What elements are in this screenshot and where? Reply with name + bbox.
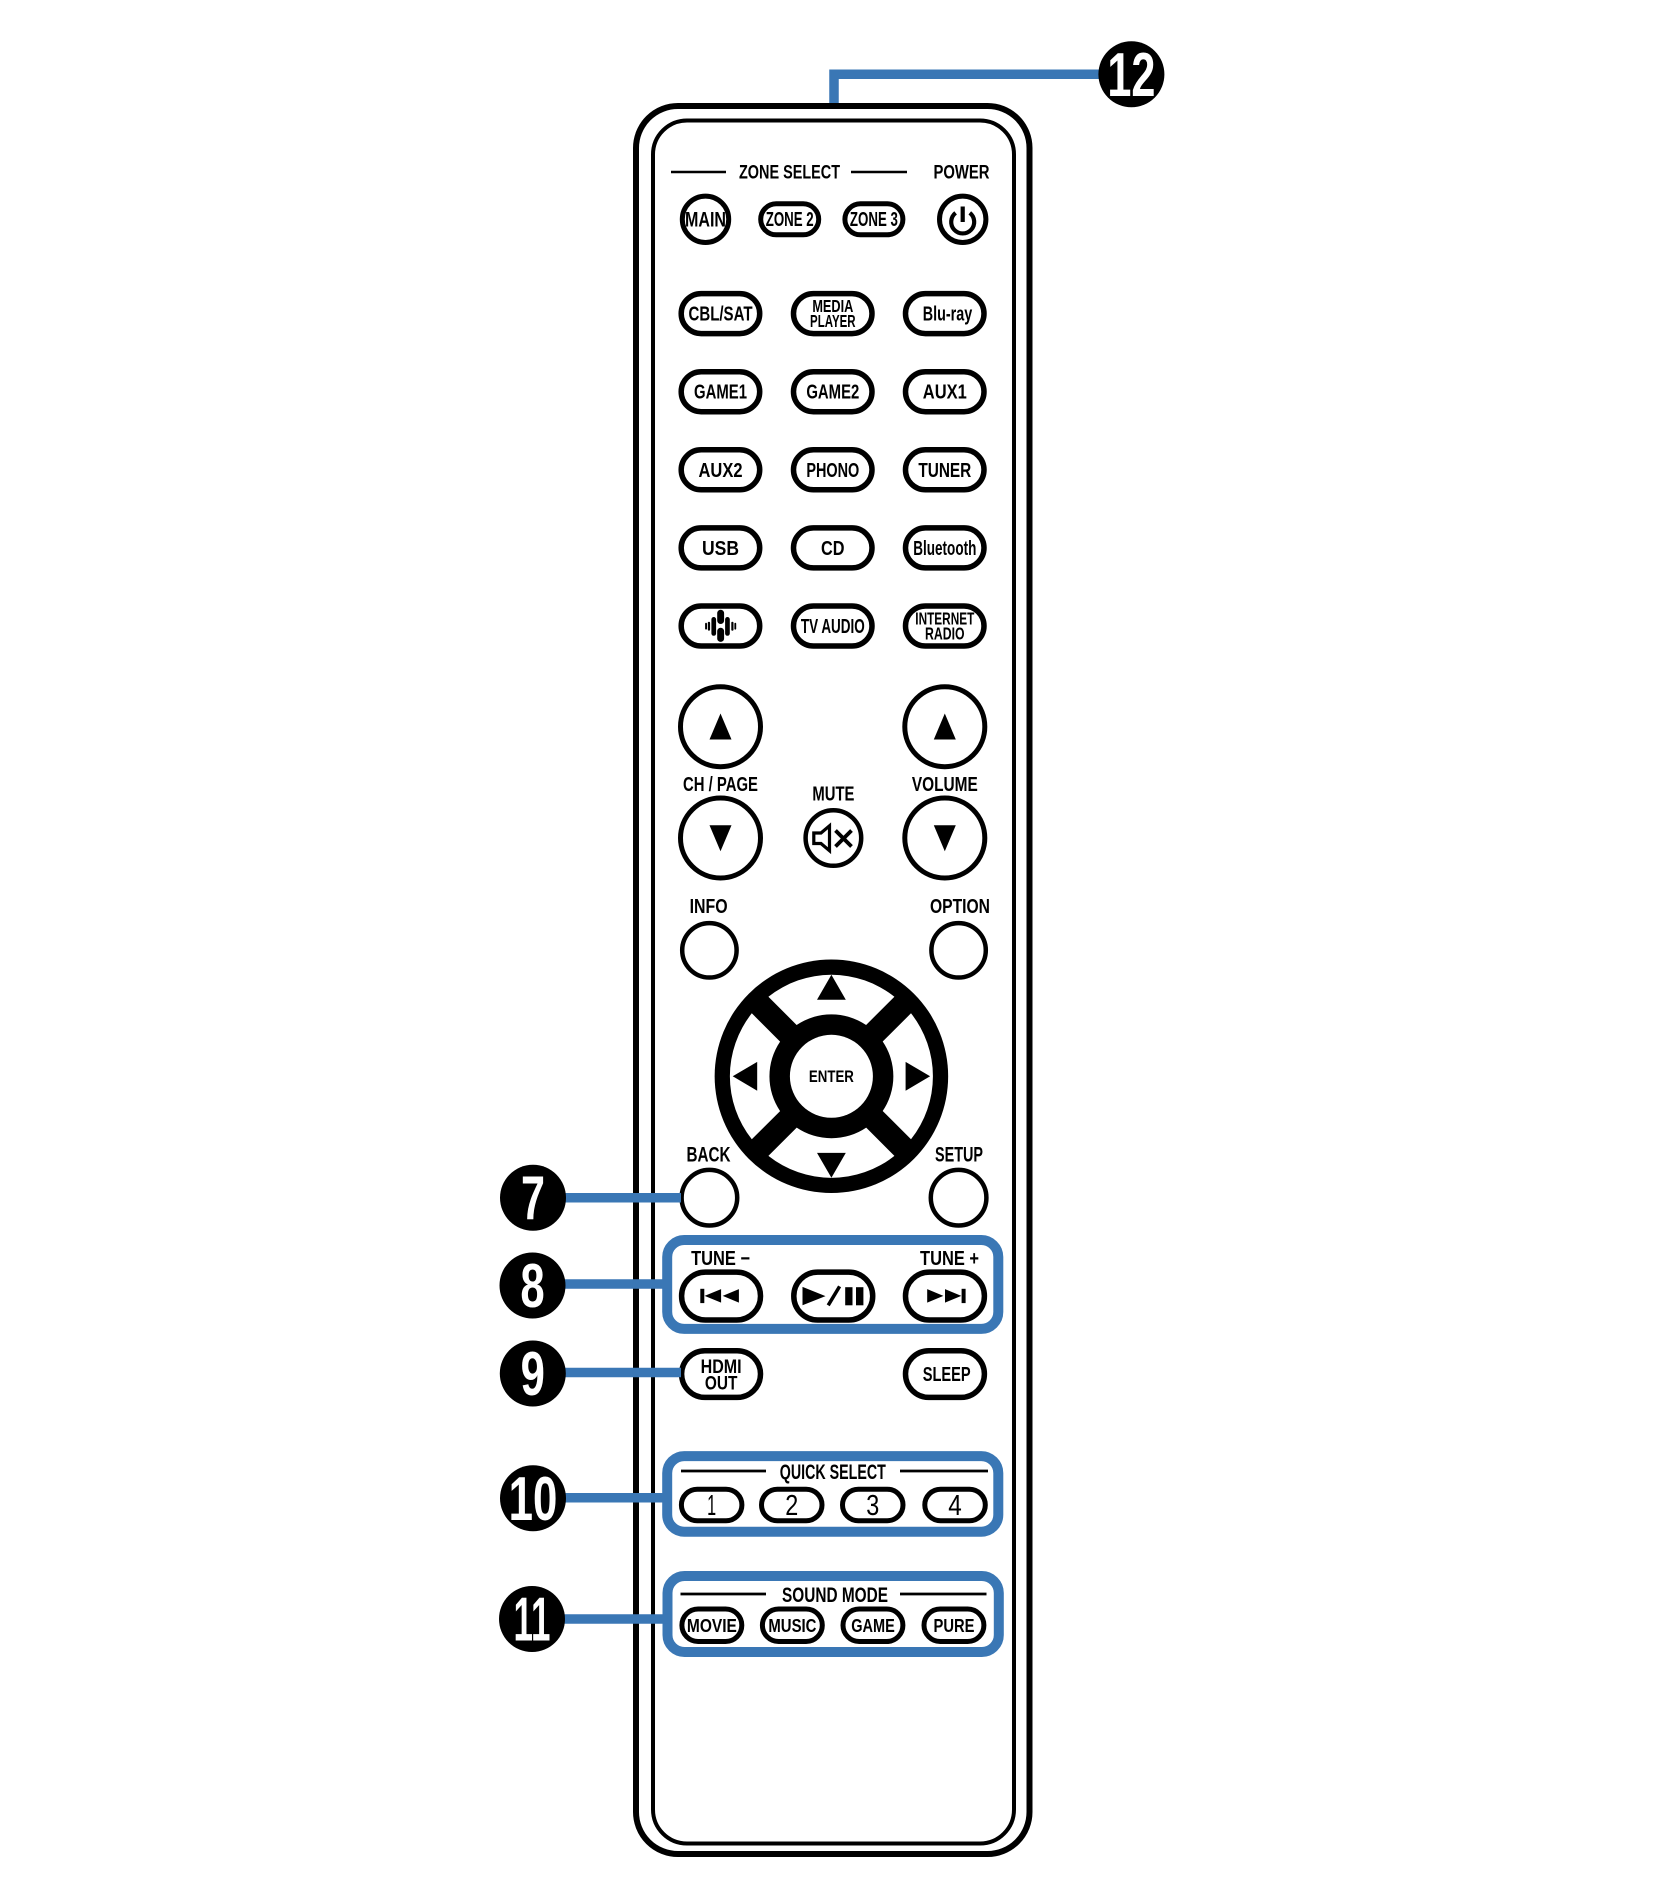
- svg-text:VOLUME: VOLUME: [912, 773, 978, 796]
- svg-text:MOVIE: MOVIE: [687, 1614, 737, 1636]
- svg-text:PHONO: PHONO: [806, 458, 859, 481]
- svg-text:10: 10: [509, 1464, 558, 1533]
- svg-text:TV AUDIO: TV AUDIO: [801, 614, 865, 638]
- svg-text:GAME: GAME: [851, 1615, 895, 1636]
- svg-text:ENTER: ENTER: [809, 1068, 854, 1087]
- svg-text:MEDIA: MEDIA: [812, 297, 853, 316]
- svg-text:USB: USB: [702, 538, 739, 560]
- svg-text:INTERNET: INTERNET: [915, 610, 974, 629]
- svg-text:3: 3: [866, 1491, 879, 1522]
- svg-text:MUTE: MUTE: [812, 782, 854, 805]
- svg-text:2: 2: [785, 1491, 798, 1522]
- svg-text:PURE: PURE: [934, 1615, 975, 1636]
- svg-text:GAME2: GAME2: [806, 380, 859, 403]
- svg-text:11: 11: [513, 1584, 550, 1654]
- svg-text:SLEEP: SLEEP: [923, 1363, 971, 1386]
- svg-text:4: 4: [948, 1489, 962, 1521]
- svg-text:CH / PAGE: CH / PAGE: [683, 773, 758, 796]
- svg-text:CBL/SAT: CBL/SAT: [688, 302, 752, 325]
- svg-text:TUNE −: TUNE −: [691, 1246, 750, 1269]
- svg-text:AUX1: AUX1: [923, 380, 967, 403]
- svg-text:9: 9: [521, 1339, 545, 1409]
- svg-text:SOUND MODE: SOUND MODE: [782, 1583, 888, 1607]
- svg-text:BACK: BACK: [687, 1142, 732, 1166]
- svg-text:Bluetooth: Bluetooth: [913, 536, 976, 560]
- svg-text:CD: CD: [821, 536, 845, 559]
- svg-text:AUX2: AUX2: [699, 458, 743, 481]
- svg-text:INFO: INFO: [690, 894, 728, 917]
- svg-text:OPTION: OPTION: [930, 895, 990, 917]
- svg-text:Blu-ray: Blu-ray: [923, 302, 973, 325]
- svg-text:ZONE 2: ZONE 2: [766, 207, 814, 231]
- svg-text:7: 7: [521, 1163, 545, 1233]
- svg-text:12: 12: [1107, 40, 1155, 110]
- svg-text:ZONE SELECT: ZONE SELECT: [739, 160, 840, 183]
- svg-text:PLAYER: PLAYER: [810, 313, 856, 332]
- svg-text:QUICK SELECT: QUICK SELECT: [780, 1460, 886, 1483]
- svg-text:MUSIC: MUSIC: [768, 1615, 816, 1636]
- svg-text:HDMI: HDMI: [701, 1355, 742, 1377]
- svg-text:ZONE 3: ZONE 3: [850, 207, 898, 231]
- svg-text:POWER: POWER: [933, 160, 989, 183]
- svg-text:TUNER: TUNER: [918, 459, 971, 482]
- svg-text:TUNE +: TUNE +: [920, 1246, 979, 1269]
- svg-text:OUT: OUT: [705, 1372, 738, 1394]
- svg-text:8: 8: [520, 1251, 544, 1321]
- svg-text:MAIN: MAIN: [685, 207, 726, 231]
- svg-text:1: 1: [707, 1489, 716, 1521]
- svg-text:RADIO: RADIO: [925, 624, 965, 644]
- svg-text:SETUP: SETUP: [935, 1143, 983, 1166]
- svg-text:GAME1: GAME1: [694, 380, 747, 403]
